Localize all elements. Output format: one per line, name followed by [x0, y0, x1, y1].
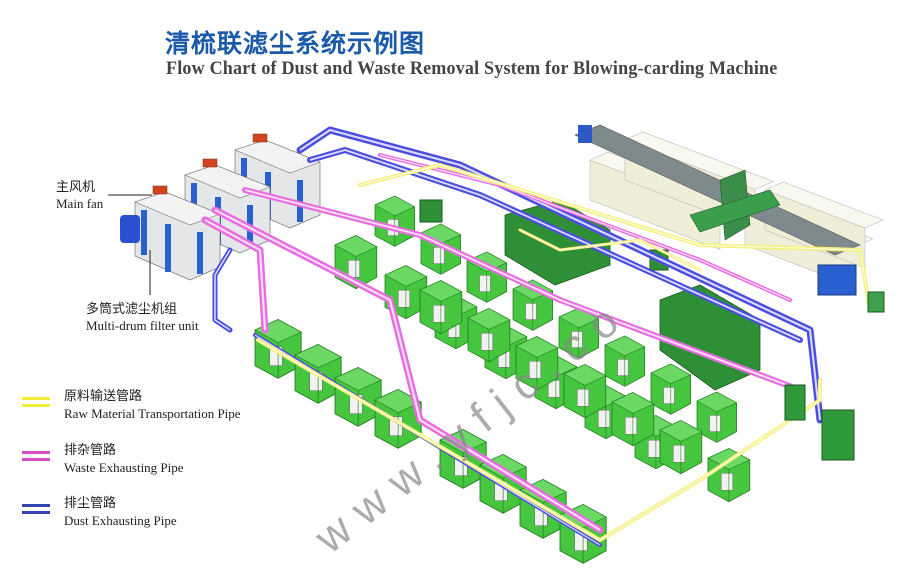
legend-label-en: Waste Exhausting Pipe	[64, 460, 184, 475]
filter-panel	[141, 210, 147, 255]
can	[577, 388, 589, 407]
waste-collector-unit	[821, 409, 855, 461]
dust-pipe-highlight	[299, 128, 822, 421]
pipes	[201, 126, 872, 547]
waste-pipe-highlight	[379, 154, 791, 301]
dust-pipe-highlight	[214, 249, 231, 331]
can	[709, 415, 721, 432]
legend-label-en: Raw Material Transportation Pipe	[64, 406, 241, 421]
raw-material-pipe-highlight	[359, 164, 871, 311]
carding-machine	[611, 392, 655, 447]
can	[433, 247, 445, 264]
title-english: Flow Chart of Dust and Waste Removal Sys…	[166, 58, 778, 79]
auxiliary-units	[784, 264, 885, 461]
can	[481, 332, 493, 351]
legend-label-cn: 排尘管路	[64, 495, 117, 510]
can	[663, 387, 675, 404]
carding-machine	[696, 391, 738, 443]
can	[398, 289, 410, 308]
can	[525, 303, 537, 320]
carding-machine	[563, 364, 607, 419]
raw-pipe-swatch	[22, 397, 50, 407]
carding-machine	[384, 265, 428, 320]
can	[617, 359, 629, 376]
legend-label-cn: 排杂管路	[64, 442, 117, 457]
dust-collector-unit	[784, 384, 806, 421]
bale-row-top	[764, 181, 884, 229]
bale-warehouse	[574, 124, 884, 288]
main-fan-icon	[202, 158, 218, 168]
main-fan-icon	[252, 133, 268, 143]
filter-panel	[165, 224, 171, 272]
filter-unit-label-cn: 多筒式滤尘机组	[86, 301, 178, 316]
waste-pipe-highlight	[204, 219, 267, 331]
legend-label-cn: 原料输送管路	[64, 388, 143, 403]
main-fan-label-cn: 主风机	[56, 179, 96, 194]
carding-machine	[650, 363, 692, 415]
bale-plucker-arm	[689, 189, 781, 233]
title-chinese: 清梳联滤尘系统示例图	[165, 31, 426, 58]
can	[348, 259, 360, 278]
filter-panel	[297, 180, 303, 222]
carding-machine	[374, 195, 416, 247]
main-fan-motor	[120, 215, 140, 243]
can	[625, 416, 637, 435]
carding-machine	[420, 223, 462, 275]
main-fan-icon	[152, 185, 168, 195]
waste-pipe-highlight	[244, 189, 801, 391]
raw-material-pipe-highlight	[519, 229, 701, 271]
carding-machine	[419, 280, 463, 335]
waste-pipe-highlight	[214, 209, 601, 531]
filter-unit-label: 多筒式滤尘机组 Multi-drum filter unit	[86, 300, 199, 334]
can	[529, 360, 541, 379]
can	[721, 472, 733, 491]
transport-fan	[817, 264, 857, 296]
fan-motor	[867, 291, 885, 313]
callout-lines	[108, 194, 152, 295]
carding-machine	[466, 251, 508, 303]
carding-machine	[467, 308, 511, 363]
can	[673, 444, 685, 463]
dust-pipe-swatch	[22, 504, 50, 514]
condenser	[419, 199, 443, 223]
main-fan-label-en: Main fan	[56, 196, 104, 211]
waste-pipe-swatch	[22, 451, 50, 461]
raw-material-pipe-highlight	[257, 339, 821, 541]
can	[433, 304, 445, 323]
can	[598, 409, 610, 428]
can	[571, 331, 583, 348]
carding-machine	[515, 336, 559, 391]
filter-unit-label-en: Multi-drum filter unit	[86, 318, 199, 333]
multi-drum-filter-unit	[134, 185, 221, 281]
main-fan-label: 主风机 Main fan	[56, 178, 103, 212]
carding-machine	[707, 448, 751, 503]
legend-label-en: Dust Exhausting Pipe	[64, 513, 177, 528]
plucker-motor	[578, 125, 592, 143]
can	[479, 275, 491, 292]
carding-machine	[374, 389, 422, 449]
filter-panel	[197, 232, 203, 274]
carding-machine	[659, 420, 703, 475]
can	[648, 439, 660, 458]
